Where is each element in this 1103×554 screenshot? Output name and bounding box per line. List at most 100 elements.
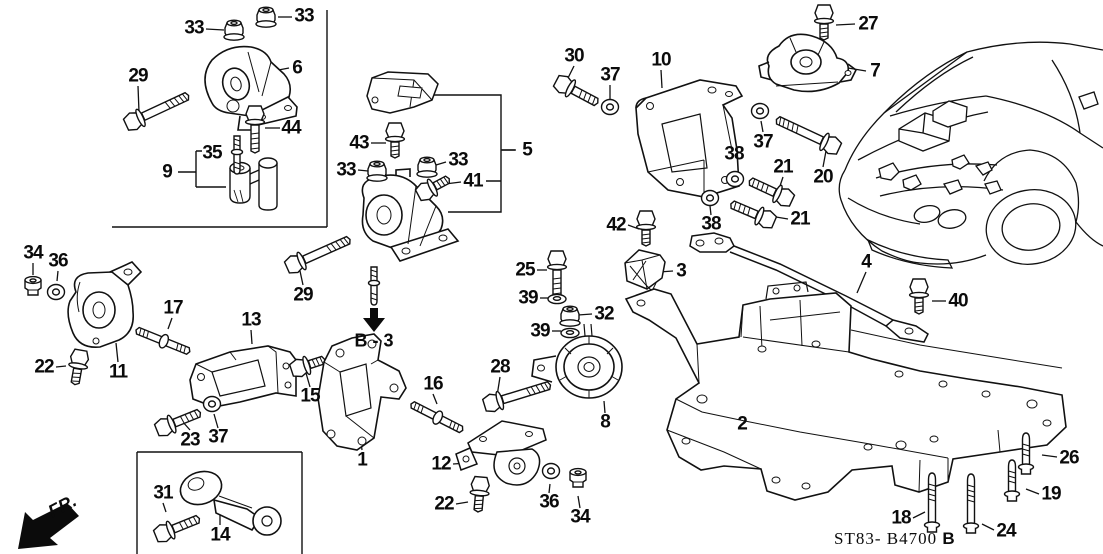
part-42-bolt (637, 211, 656, 246)
part-21-bolt-a (745, 172, 796, 209)
part-7-mount (758, 33, 858, 93)
part-11-mount (67, 261, 143, 349)
part-22-bolt-a (66, 349, 91, 387)
part-label-33: 33 (448, 149, 468, 171)
part-label-39: 39 (530, 320, 550, 342)
nut-33-c (366, 160, 388, 182)
part-43-bolt (386, 123, 405, 158)
part-label-18: 18 (891, 507, 911, 529)
part-label-29: 29 (128, 65, 148, 87)
part-5-mount (361, 168, 460, 262)
b3-arrow (363, 308, 385, 332)
part-label-4: 4 (861, 251, 872, 273)
nut-33-b (255, 6, 277, 28)
part-36-washer-a (46, 283, 66, 301)
washer-38-a (725, 170, 745, 188)
part-20-bolt (772, 111, 842, 157)
part-label-37: 37 (208, 426, 228, 448)
part-label-7: 7 (870, 60, 881, 82)
part-label-37: 37 (753, 131, 773, 153)
part-label-40: 40 (948, 290, 968, 312)
part-label-24: 24 (996, 520, 1016, 542)
part-17-stud (132, 322, 194, 359)
diagram-code-revision: B (942, 529, 955, 548)
washer-37-a (600, 98, 620, 116)
part-label-8: 8 (600, 411, 611, 433)
part-label-2: 2 (737, 413, 748, 435)
part-label-25: 25 (515, 259, 535, 281)
part-label-14: 14 (210, 524, 230, 546)
part-label-41: 41 (463, 170, 483, 192)
part-label-38: 38 (724, 143, 744, 165)
part-label-33: 33 (184, 17, 204, 39)
part-label-22: 22 (434, 493, 454, 515)
section-reference-label: B - 3 (354, 330, 394, 351)
part-label-19: 19 (1041, 483, 1061, 505)
part-label-22: 22 (34, 356, 54, 378)
part-3-stopper (624, 249, 666, 292)
washer-37-b (750, 102, 770, 120)
part-40-bolt (910, 279, 929, 314)
part-label-5: 5 (522, 139, 533, 161)
part-29-bolt-b (283, 231, 354, 276)
part-label-17: 17 (163, 297, 183, 319)
part-4-bar (689, 232, 929, 343)
part-label-27: 27 (858, 13, 878, 35)
part-12-bracket (455, 420, 547, 486)
car-illustration (838, 41, 1103, 269)
part-label-30: 30 (564, 45, 584, 67)
part-label-38: 38 (701, 213, 721, 235)
part-34-grommet-b (569, 467, 587, 488)
part-6-mount (204, 45, 298, 131)
washer-37-c (202, 395, 222, 413)
part-label-39: 39 (518, 287, 538, 309)
part-30-bolt (552, 73, 602, 112)
part-10-bracket (635, 79, 744, 198)
part-34-grommet-a (24, 275, 42, 296)
part-22-bolt-b (469, 476, 491, 513)
part-31-bolt (152, 510, 203, 545)
fastener-stack-25-39-32-39 (548, 251, 581, 339)
part-label-37: 37 (600, 64, 620, 86)
part-14-rod (179, 470, 282, 536)
diagram-code: ST83- B4700 B (834, 529, 955, 549)
part-label-43: 43 (349, 132, 369, 154)
group-boxes (112, 10, 515, 554)
part-label-33: 33 (336, 159, 356, 181)
part-label-32: 32 (594, 303, 614, 325)
part-label-21: 21 (773, 156, 793, 178)
part-label-31: 31 (153, 482, 173, 504)
part-label-36: 36 (48, 250, 68, 272)
part-21-bolt-b (727, 195, 778, 231)
part-1-bracket (317, 333, 407, 451)
fr-arrow (18, 503, 79, 549)
part-label-36: 36 (539, 491, 559, 513)
part-label-28: 28 (490, 356, 510, 378)
part-27-bolt (815, 5, 834, 40)
leader-lines (32, 16, 1058, 531)
part-label-44: 44 (281, 117, 301, 139)
part-label-33: 33 (294, 5, 314, 27)
part-label-3: 3 (676, 260, 687, 282)
nut-33-d (416, 156, 438, 178)
part-label-20: 20 (813, 166, 833, 188)
washer-38-b (700, 189, 720, 207)
part-5-stay (366, 71, 439, 114)
part-label-9: 9 (162, 161, 173, 183)
part-label-21: 21 (790, 208, 810, 230)
part-13-bracket (189, 345, 297, 408)
part-label-13: 13 (241, 309, 261, 331)
part-label-12: 12 (431, 453, 451, 475)
part-36-washer-b (541, 462, 561, 480)
part-8-mount (531, 323, 623, 399)
part-label-23: 23 (180, 429, 200, 451)
part-label-11: 11 (108, 361, 128, 383)
part-label-34: 34 (23, 242, 43, 264)
part-label-26: 26 (1059, 447, 1079, 469)
part-label-15: 15 (300, 385, 320, 407)
part-28-bolt (482, 376, 553, 414)
part-label-42: 42 (606, 214, 626, 236)
part-label-34: 34 (570, 506, 590, 528)
part-label-6: 6 (292, 57, 303, 79)
